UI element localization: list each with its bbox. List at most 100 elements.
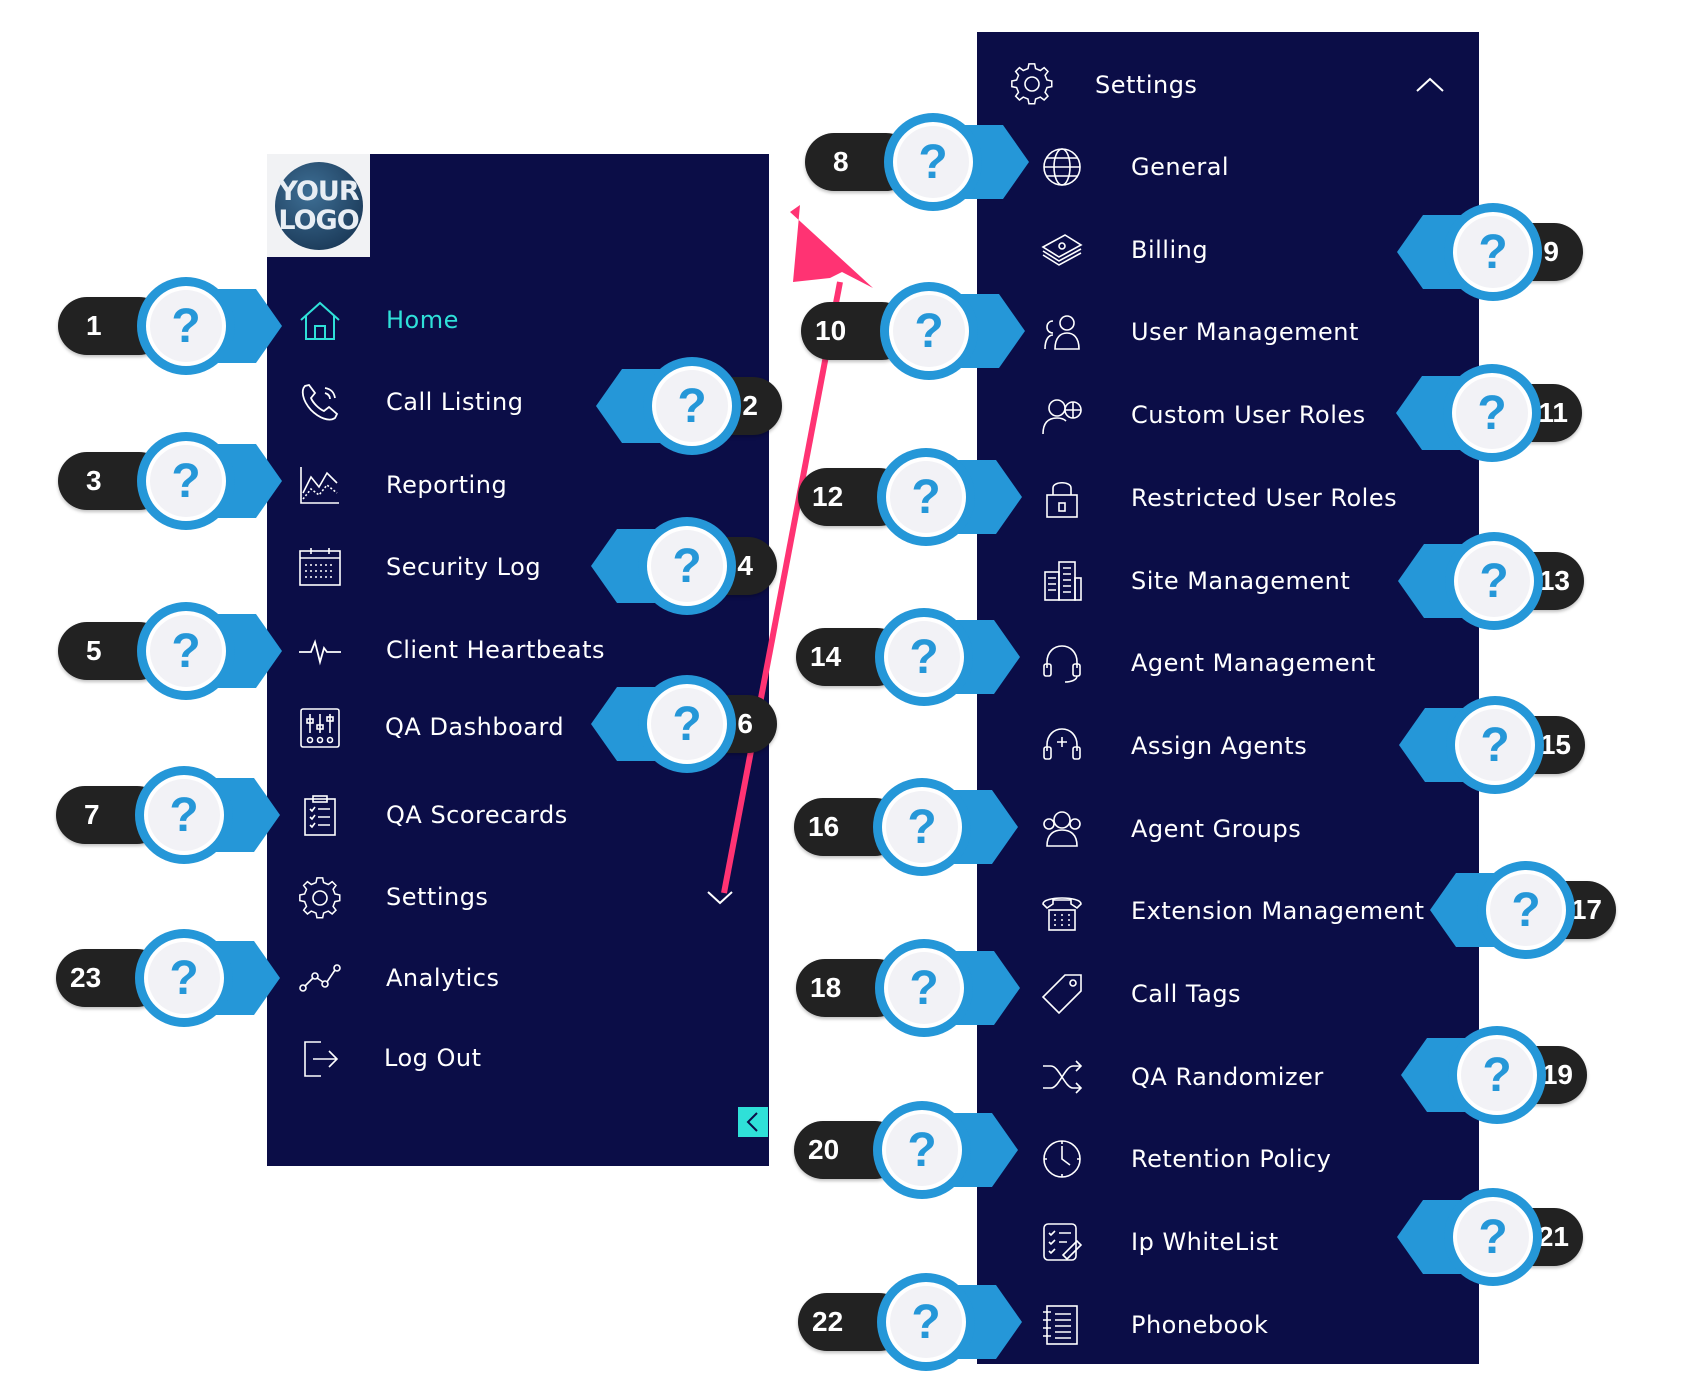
logo-text-line2: LOGO (278, 204, 359, 236)
sidebar-item-label: QA Dashboard (385, 713, 565, 741)
settings-item-label: Phonebook (1131, 1310, 1269, 1339)
logo-text-line1: YOUR (278, 175, 359, 207)
book-icon (1043, 1304, 1078, 1345)
sidebar-item-label: Settings (386, 883, 489, 911)
question-mark: ? (672, 698, 701, 751)
sidebar-item-label: Client Heartbeats (386, 636, 606, 664)
chart-icon (300, 467, 339, 504)
settings-item-retention-policy[interactable]: Retention Policy (977, 1129, 1477, 1189)
sidebar-item-label: Analytics (386, 964, 500, 992)
clock-icon (1043, 1140, 1081, 1179)
question-mark: ? (171, 300, 200, 353)
sliders-icon (300, 708, 340, 748)
help-question-icon: ? (137, 602, 282, 700)
help-question-icon: ? (877, 448, 1022, 546)
company-logo: YOUR LOGO (267, 154, 370, 257)
sidebar-item-qa-scorecards[interactable]: QA Scorecards (267, 785, 767, 845)
settings-item-custom-user-roles[interactable]: Custom User Roles (977, 385, 1477, 445)
sidebar-item-label: Reporting (386, 471, 508, 499)
globe-icon (1043, 148, 1081, 186)
sidebar-item-label: Log Out (384, 1044, 482, 1072)
sidebar-item-reporting[interactable]: Reporting (267, 455, 767, 515)
question-mark: ? (1479, 555, 1508, 608)
home-icon (300, 301, 340, 340)
sidebar-item-call-listing[interactable]: Call Listing (267, 372, 767, 432)
group-icon (1043, 810, 1081, 847)
question-mark: ? (1477, 387, 1506, 440)
question-mark: ? (911, 471, 940, 524)
help-question-icon: ? (591, 675, 736, 773)
logout-icon (304, 1041, 339, 1077)
analytics-icon (299, 964, 341, 992)
sidebar-item-analytics[interactable]: Analytics (267, 948, 767, 1008)
sidebar-item-security-log[interactable]: Security Log (267, 537, 767, 597)
settings-item-call-tags[interactable]: Call Tags (977, 964, 1477, 1024)
sidebar-item-qa-dashboard[interactable]: QA Dashboard (267, 697, 767, 757)
settings-item-restricted-user-roles[interactable]: Restricted User Roles (977, 468, 1477, 528)
question-mark: ? (1478, 226, 1507, 279)
help-question-icon: ? (137, 277, 282, 375)
collapse-sidebar-button[interactable] (738, 1107, 768, 1137)
shuffle-icon (1043, 1060, 1083, 1094)
help-question-icon: ? (137, 432, 282, 530)
sidebar-item-log-out[interactable]: Log Out (267, 1028, 767, 1088)
question-mark: ? (171, 455, 200, 508)
settings-item-agent-management[interactable]: Agent Management (977, 633, 1477, 693)
chevron-up-icon[interactable] (1414, 75, 1446, 95)
settings-item-assign-agents[interactable]: Assign Agents (977, 716, 1477, 776)
settings-item-label: Site Management (1131, 566, 1351, 595)
sidebar-item-client-heartbeats[interactable]: Client Heartbeats (267, 620, 767, 680)
help-question-icon: ? (1398, 532, 1543, 630)
headset-plus-icon (1043, 728, 1081, 760)
help-question-icon: ? (1397, 1188, 1542, 1286)
settings-item-label: Agent Groups (1131, 814, 1302, 843)
settings-item-ip-whitelist[interactable]: Ip WhiteList (977, 1212, 1477, 1272)
help-question-icon: ? (873, 1101, 1018, 1199)
settings-item-site-management[interactable]: Site Management (977, 551, 1477, 611)
settings-item-general[interactable]: General (977, 137, 1477, 197)
question-mark: ? (911, 1296, 940, 1349)
question-mark: ? (909, 631, 938, 684)
settings-header-label: Settings (1095, 71, 1198, 99)
sidebar-item-label: QA Scorecards (386, 801, 568, 829)
settings-item-label: Agent Management (1131, 649, 1376, 678)
money-icon (1041, 233, 1083, 266)
chevron-down-icon[interactable] (705, 887, 735, 907)
help-question-icon: ? (1396, 364, 1541, 462)
help-question-icon: ? (596, 357, 741, 455)
question-mark: ? (171, 625, 200, 678)
tag-icon (1041, 974, 1082, 1015)
clipboard-icon (304, 795, 336, 836)
settings-item-user-management[interactable]: User Management (977, 302, 1477, 362)
question-mark: ? (907, 801, 936, 854)
settings-item-label: Billing (1131, 235, 1209, 264)
settings-item-label: Restricted User Roles (1131, 483, 1398, 512)
help-question-icon: ? (880, 282, 1025, 380)
question-mark: ? (169, 789, 198, 842)
help-question-icon: ? (877, 1273, 1022, 1371)
chevron-left-icon (746, 1112, 758, 1132)
left-sidebar (267, 154, 769, 1166)
question-mark: ? (918, 136, 947, 189)
settings-item-billing[interactable]: Billing (977, 220, 1477, 280)
settings-item-label: Retention Policy (1131, 1145, 1332, 1174)
desk-phone-icon (1042, 897, 1082, 932)
settings-item-phonebook[interactable]: Phonebook (977, 1295, 1477, 1355)
settings-item-label: QA Randomizer (1131, 1062, 1324, 1091)
sidebar-item-home[interactable]: Home (267, 290, 767, 350)
help-question-icon: ? (1397, 203, 1542, 301)
question-mark: ? (1482, 1049, 1511, 1102)
question-mark: ? (672, 540, 701, 593)
gear-icon (299, 877, 341, 919)
settings-header[interactable]: Settings (977, 55, 1477, 115)
settings-item-extension-management[interactable]: Extension Management (977, 881, 1477, 941)
lock-icon (1046, 481, 1078, 518)
settings-item-label: Custom User Roles (1131, 401, 1366, 430)
settings-item-qa-randomizer[interactable]: QA Randomizer (977, 1047, 1477, 1107)
settings-item-agent-groups[interactable]: Agent Groups (977, 799, 1477, 859)
sidebar-item-settings[interactable]: Settings (267, 867, 767, 927)
help-question-icon: ? (875, 608, 1020, 706)
help-question-icon: ? (884, 113, 1029, 211)
settings-item-label: User Management (1131, 318, 1359, 347)
question-mark: ? (909, 962, 938, 1015)
